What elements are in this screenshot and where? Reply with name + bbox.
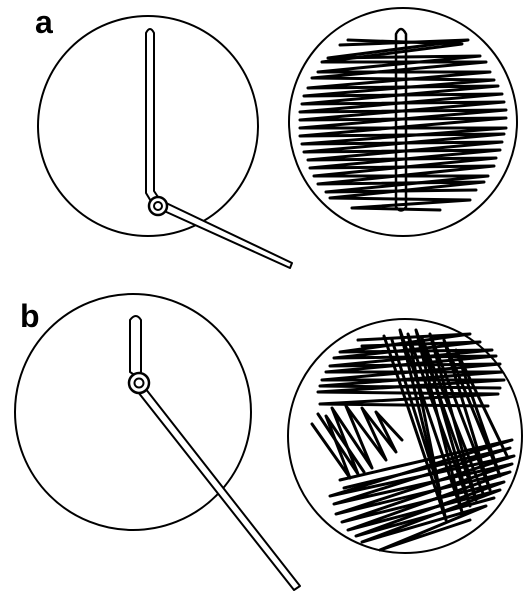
panel-a: [38, 8, 517, 268]
panel-b: [15, 294, 522, 590]
inoculum-line-a: [146, 29, 160, 203]
parallel-streaks-a: [300, 40, 506, 210]
loop-handle-b: [138, 388, 300, 590]
inoculating-loop-b: [129, 373, 149, 393]
loop-handle-a: [162, 202, 292, 268]
inoculating-loop-a: [149, 197, 167, 215]
cross-streaks-b: [312, 330, 514, 550]
inoculum-spot-b: [130, 316, 141, 376]
